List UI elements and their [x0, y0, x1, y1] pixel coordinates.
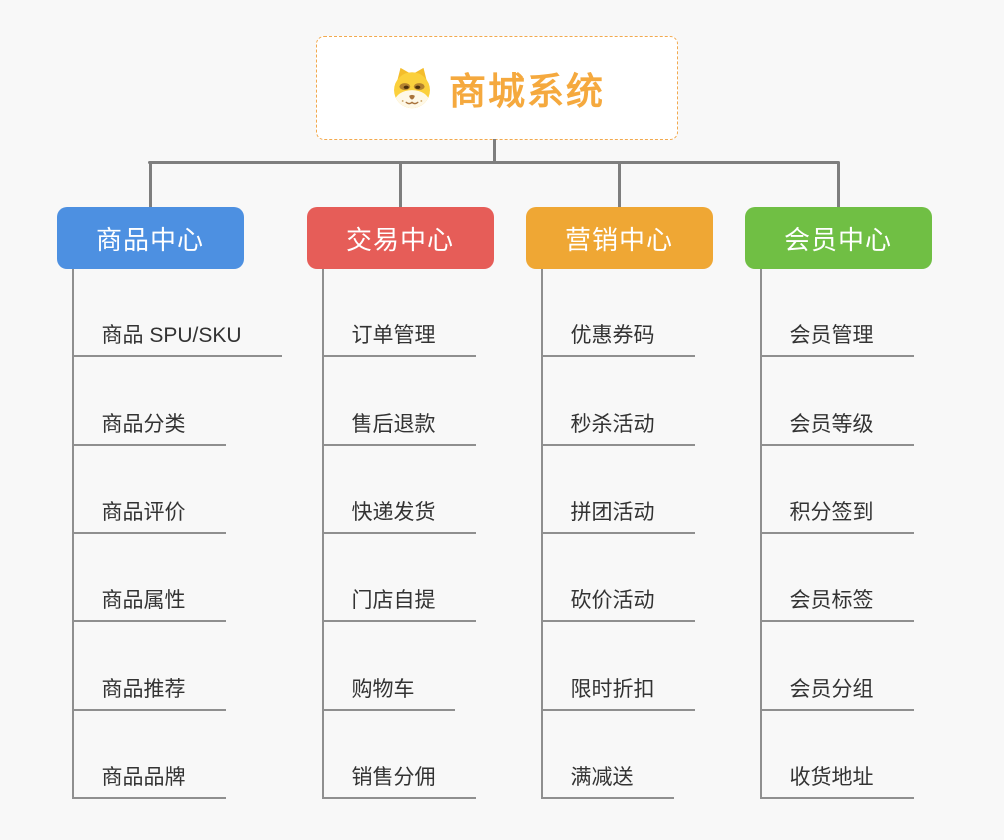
leaf-label: 商品属性 — [101, 589, 186, 613]
leaf-node[interactable]: 购物车 — [323, 622, 476, 711]
connector-branch-drop — [836, 162, 840, 208]
leaf-underline: 订单管理 — [323, 319, 476, 358]
branch-leaf-column: 优惠券码 秒杀活动 拼团活动 砍价活动 限时折扣 — [540, 269, 695, 799]
leaf-underline: 会员管理 — [761, 319, 914, 358]
leaf-label: 收货地址 — [789, 765, 874, 789]
leaf-node[interactable]: 订单管理 — [323, 269, 476, 358]
branch-label: 营销中心 — [564, 224, 673, 255]
leaf-label: 销售分佣 — [351, 765, 436, 789]
branch-leaf-column: 订单管理 售后退款 快递发货 门店自提 购物车 销 — [321, 269, 476, 799]
leaf-underline: 秒杀活动 — [542, 408, 695, 446]
leaf-label: 会员管理 — [789, 324, 874, 348]
leaf-label: 商品推荐 — [101, 677, 186, 701]
leaf-label: 秒杀活动 — [570, 412, 655, 436]
leaf-node[interactable]: 商品推荐 — [73, 622, 282, 711]
leaf-underline: 商品属性 — [73, 584, 226, 623]
leaf-node[interactable]: 会员分组 — [761, 622, 914, 711]
leaf-label: 积分签到 — [789, 500, 874, 524]
leaf-node[interactable]: 门店自提 — [323, 534, 476, 623]
leaf-label: 商品评价 — [101, 500, 186, 524]
leaf-underline: 积分签到 — [761, 496, 914, 534]
leaf-node[interactable]: 商品评价 — [73, 446, 282, 534]
leaf-node[interactable]: 快递发货 — [323, 446, 476, 534]
leaf-underline: 满减送 — [542, 761, 674, 799]
leaf-underline: 售后退款 — [323, 408, 476, 446]
leaf-underline: 限时折扣 — [542, 673, 695, 711]
leaf-underline: 会员标签 — [761, 584, 914, 623]
root-title: 商城系统 — [449, 71, 605, 112]
leaf-label: 快递发货 — [351, 500, 436, 524]
leaf-label: 订单管理 — [351, 324, 436, 348]
connector-branch-drop — [398, 162, 402, 208]
root-node[interactable]: 商城系统 — [316, 36, 678, 140]
branch-leaf-column: 商品 SPU/SKU 商品分类 商品评价 商品属性 商品推荐 — [71, 269, 282, 799]
leaf-underline: 会员等级 — [761, 408, 914, 446]
branch-label: 交易中心 — [345, 224, 454, 255]
leaf-label: 优惠券码 — [570, 324, 655, 348]
leaf-label: 售后退款 — [351, 412, 436, 436]
branch-node-3[interactable]: 营销中心 — [525, 207, 713, 269]
leaf-underline: 商品分类 — [73, 408, 226, 446]
leaf-label: 商品 SPU/SKU — [101, 324, 242, 348]
leaf-underline: 快递发货 — [323, 496, 476, 534]
branch-leaf-column: 会员管理 会员等级 积分签到 会员标签 会员分组 — [759, 269, 914, 799]
leaf-underline: 商品推荐 — [73, 673, 226, 711]
leaf-node[interactable]: 积分签到 — [761, 446, 914, 534]
leaf-label: 满减送 — [570, 765, 634, 789]
leaf-node[interactable]: 收货地址 — [761, 711, 914, 799]
leaf-label: 会员分组 — [789, 677, 874, 701]
leaf-node[interactable]: 拼团活动 — [542, 446, 695, 534]
connector-root-stub — [493, 139, 496, 163]
leaf-underline: 收货地址 — [761, 761, 914, 799]
leaf-underline: 销售分佣 — [323, 761, 476, 799]
leaf-node[interactable]: 商品分类 — [73, 357, 282, 446]
leaf-node[interactable]: 商品属性 — [73, 534, 282, 623]
leaf-node[interactable]: 限时折扣 — [542, 622, 695, 711]
leaf-underline: 商品 SPU/SKU — [73, 319, 282, 358]
leaf-node[interactable]: 会员管理 — [761, 269, 914, 358]
leaf-node[interactable]: 销售分佣 — [323, 711, 476, 799]
leaf-label: 会员标签 — [789, 589, 874, 613]
branch-node-4[interactable]: 会员中心 — [744, 207, 932, 269]
leaf-label: 砍价活动 — [570, 589, 655, 613]
leaf-underline: 砍价活动 — [542, 584, 695, 623]
leaf-node[interactable]: 满减送 — [542, 711, 695, 799]
leaf-underline: 购物车 — [323, 673, 455, 711]
leaf-underline: 会员分组 — [761, 673, 914, 711]
leaf-node[interactable]: 砍价活动 — [542, 534, 695, 623]
connector-branch-drop — [617, 162, 621, 208]
connector-branch-drop — [148, 162, 152, 208]
leaf-label: 拼团活动 — [570, 500, 655, 524]
branch-node-1[interactable]: 商品中心 — [56, 207, 244, 269]
leaf-underline: 商品品牌 — [73, 761, 226, 799]
connector-horizontal — [148, 161, 840, 164]
leaf-label: 门店自提 — [351, 589, 436, 613]
leaf-underline: 拼团活动 — [542, 496, 695, 534]
leaf-node[interactable]: 优惠券码 — [542, 269, 695, 358]
leaf-underline: 优惠券码 — [542, 319, 695, 358]
leaf-underline: 商品评价 — [73, 496, 226, 534]
leaf-label: 商品品牌 — [101, 765, 186, 789]
leaf-label: 商品分类 — [101, 412, 186, 436]
branch-label: 会员中心 — [783, 224, 892, 255]
leaf-label: 会员等级 — [789, 412, 874, 436]
leaf-label: 购物车 — [351, 677, 415, 701]
leaf-node[interactable]: 商品品牌 — [73, 711, 282, 799]
leaf-node[interactable]: 商品 SPU/SKU — [73, 269, 282, 358]
leaf-underline: 门店自提 — [323, 584, 476, 623]
leaf-node[interactable]: 售后退款 — [323, 357, 476, 446]
branch-label: 商品中心 — [95, 224, 204, 255]
leaf-label: 限时折扣 — [570, 677, 655, 701]
branch-node-2[interactable]: 交易中心 — [306, 207, 494, 269]
dog-icon — [394, 67, 430, 109]
leaf-node[interactable]: 会员等级 — [761, 357, 914, 446]
leaf-node[interactable]: 会员标签 — [761, 534, 914, 623]
leaf-node[interactable]: 秒杀活动 — [542, 357, 695, 446]
